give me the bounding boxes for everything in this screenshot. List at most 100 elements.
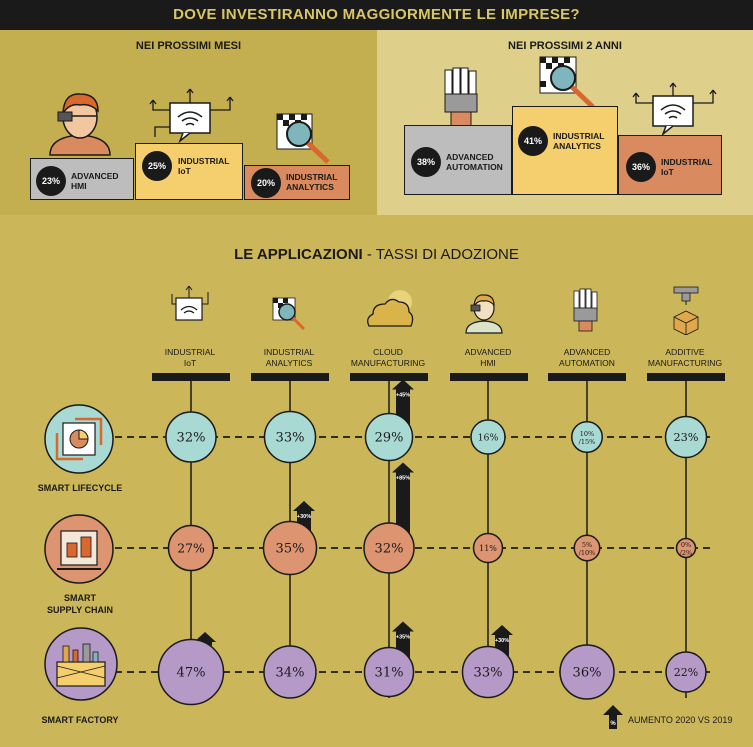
bubble-circle [675, 537, 697, 559]
increase-arrow-label: +30% [297, 514, 311, 520]
row-label-smart-lifecycle: SMART LIFECYCLE [37, 483, 123, 493]
person-glasses-icon [49, 93, 111, 156]
magnifier-icon [539, 56, 595, 109]
robot-hand-icon [444, 67, 478, 127]
page-title: DOVE INVESTIRANNO MAGGIORMENTE LE IMPRES… [173, 6, 580, 23]
bubble-value: 10% [580, 430, 594, 438]
bubble-value: 33% [474, 666, 503, 681]
bubble-circle [363, 646, 415, 698]
lifecycle-icon [44, 404, 114, 474]
person-glasses-icon [465, 294, 503, 334]
adoption-bubble: 31% [363, 646, 415, 698]
robot-hand-icon [573, 288, 598, 332]
column-bar [152, 373, 230, 381]
bubble-value: 0% [681, 541, 691, 549]
pct-badge: 20% [251, 168, 281, 198]
bubble-value: /15% [579, 438, 596, 446]
bubble-value: 36% [573, 666, 602, 681]
bubble-value: 32% [375, 542, 404, 557]
bubble-value: 11% [479, 544, 497, 553]
bubble-circle [263, 645, 317, 699]
bubble-value: 22% [674, 666, 698, 679]
magnifier-icon [276, 113, 330, 164]
bubble-value: 32% [177, 431, 206, 446]
bubble-circle [461, 645, 515, 699]
column-bar [251, 373, 329, 381]
bubble-value: 34% [276, 666, 305, 681]
adoption-bubble: 33% [461, 645, 515, 699]
adoption-bubble: 29% [364, 412, 414, 462]
bubble-circle [665, 651, 707, 693]
bubble-circle [364, 412, 414, 462]
column-bar [450, 373, 528, 381]
adoption-bubble: 16% [470, 419, 506, 455]
bubble-circle [559, 644, 615, 700]
bubble-circle [470, 419, 506, 455]
bubble-value: /10% [579, 549, 596, 557]
bubble-circle [664, 415, 708, 459]
legend-symbol: % [610, 721, 616, 727]
section-title-bold: LE APPLICAZIONI [234, 246, 363, 263]
adoption-bubble: 23% [664, 415, 708, 459]
adoption-bubble: 22% [665, 651, 707, 693]
section-title: LE APPLICAZIONI - TASSI DI ADOZIONE [0, 246, 753, 263]
pct-badge: 23% [36, 166, 66, 196]
bubble-value: 27% [177, 541, 205, 555]
adoption-bubble: 10%/15% [571, 421, 603, 453]
legend-text: AUMENTO 2020 VS 2019 [628, 715, 733, 725]
pct-badge: 38% [411, 147, 441, 177]
adoption-bubble: 32% [165, 411, 217, 463]
adoption-bubble: 32% [363, 522, 415, 574]
magnifier-icon [272, 297, 306, 331]
adoption-bubble: 36% [559, 644, 615, 700]
adoption-bubble: 27% [167, 524, 215, 572]
wifi-chat-icon [149, 88, 234, 144]
pct-badge: 41% [518, 126, 548, 156]
supply-chain-icon [44, 514, 114, 584]
bubble-value: 47% [177, 666, 206, 681]
bubble-circle [573, 534, 601, 562]
bubble-value: 35% [276, 542, 305, 557]
header-banner [0, 0, 753, 30]
increase-arrow-shape [392, 462, 414, 544]
adoption-bubble: 0%/2% [675, 537, 697, 559]
cloud-icon [367, 290, 414, 327]
adoption-bubble: 34% [263, 645, 317, 699]
column-bar [647, 373, 725, 381]
bubble-value: /2% [680, 549, 693, 557]
bubble-circle [363, 522, 415, 574]
adoption-bubble: 11% [472, 532, 504, 564]
bubble-circle [167, 524, 215, 572]
adoption-bubble: 5%/10% [573, 534, 601, 562]
wifi-chat-icon [171, 285, 209, 321]
bubble-value: 5% [582, 541, 592, 549]
increase-arrow-label: +35% [396, 635, 410, 641]
increase-arrow-icon: % [603, 705, 623, 729]
bubble-circle [157, 638, 225, 706]
increase-arrow-label: +85% [396, 476, 410, 482]
increase-arrow-label: +30% [495, 638, 509, 644]
adoption-bubble: 35% [262, 520, 318, 576]
panel-next-months-title: NEI PROSSIMI MESI [135, 40, 242, 52]
bubble-circle [165, 411, 217, 463]
increase-arrow-label: +45% [396, 393, 410, 399]
factory-icon [44, 627, 118, 701]
bubble-value: 16% [478, 432, 499, 443]
section-title-rest: - TASSI DI ADOZIONE [362, 246, 519, 263]
bubble-circle [263, 410, 317, 464]
column-bar [350, 373, 428, 381]
bubble-value: 23% [673, 431, 698, 444]
bubble-value: 31% [375, 666, 404, 681]
